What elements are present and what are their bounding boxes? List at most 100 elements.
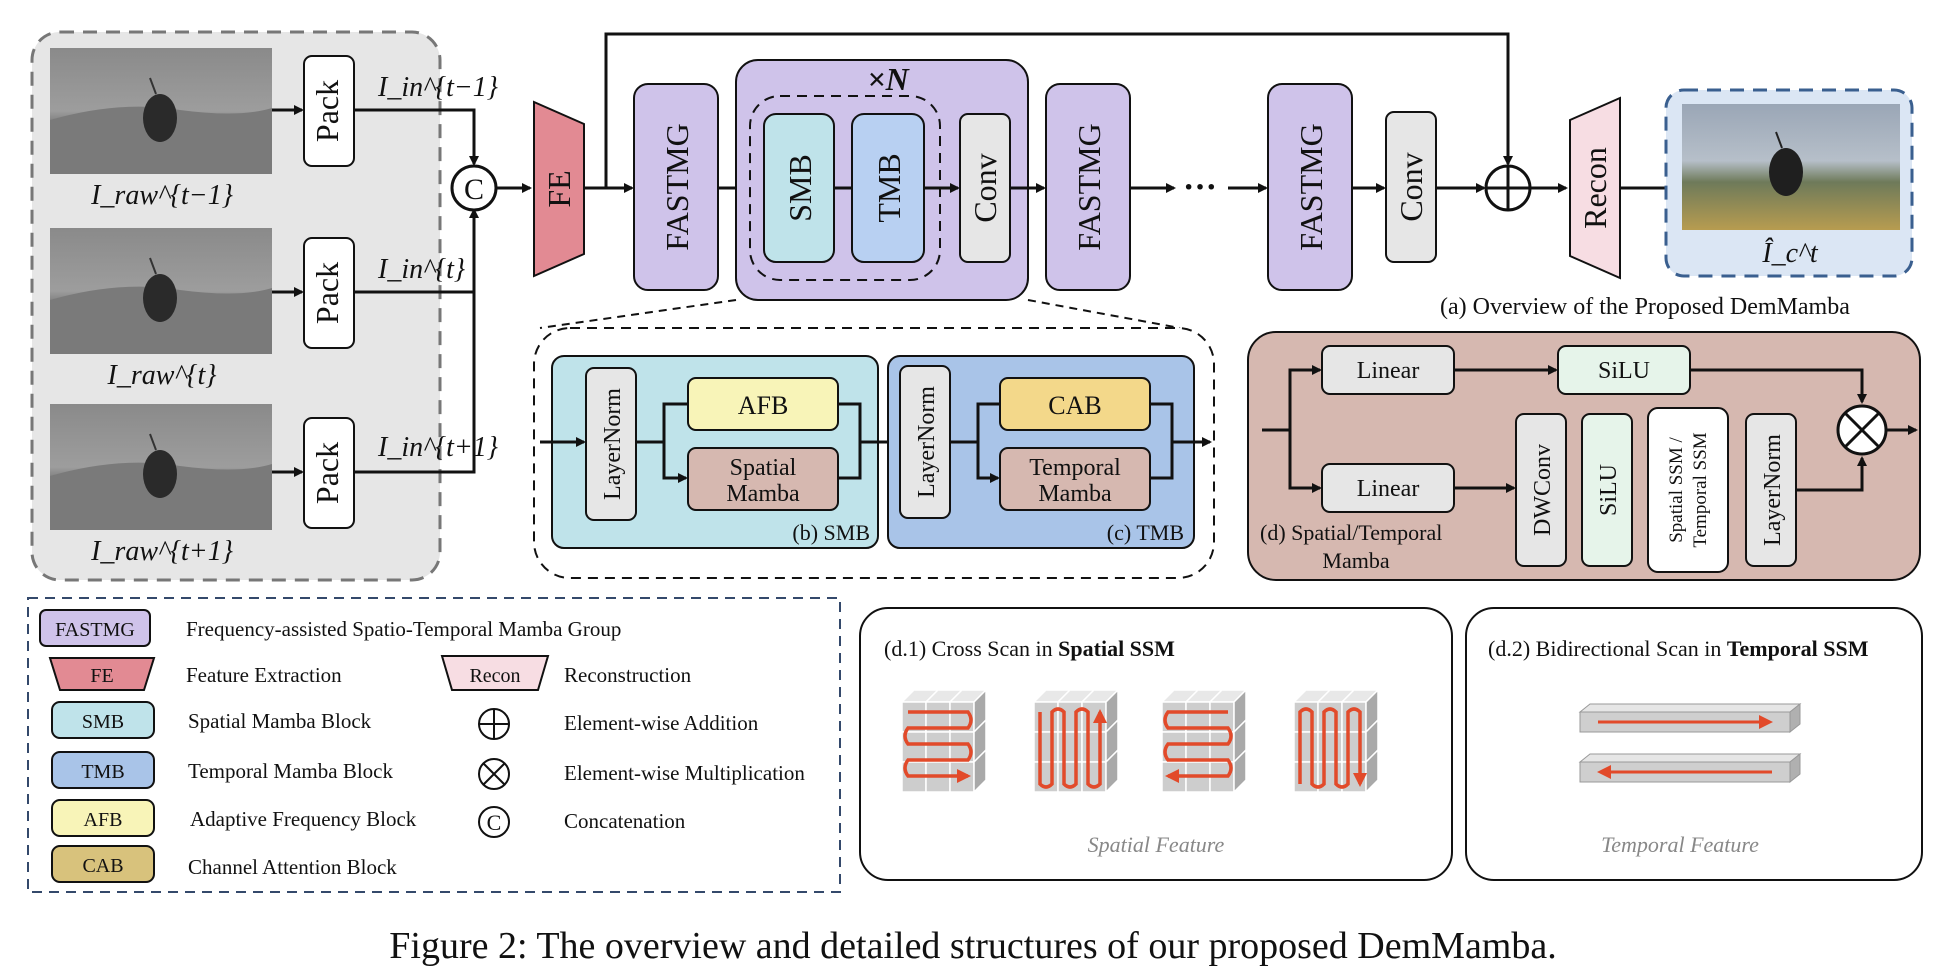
times-n-label: ×N	[867, 61, 910, 97]
svg-text:AFB: AFB	[84, 809, 123, 831]
conv-block-inner: Conv	[959, 113, 1011, 263]
scan-cube-1	[900, 688, 988, 794]
svg-text:Element-wise Multiplication: Element-wise Multiplication	[564, 761, 805, 785]
scan-path-4	[1298, 707, 1367, 789]
svg-text:FASTMG: FASTMG	[1293, 123, 1329, 250]
scan-path-2	[1038, 707, 1107, 789]
svg-text:Recon: Recon	[1577, 147, 1613, 229]
svg-text:Reconstruction: Reconstruction	[564, 663, 692, 687]
legend-item-afb: AFB Adaptive Frequency Block	[51, 799, 417, 837]
legend-item-concat: C Concatenation	[478, 806, 686, 838]
linear-bottom-block: Linear	[1321, 463, 1455, 513]
block-detail-panel: LayerNorm AFB Spatial Mamba (b) SMB Laye…	[533, 327, 1215, 579]
svg-text:Element-wise Addition: Element-wise Addition	[564, 711, 759, 735]
svg-text:Linear: Linear	[1357, 358, 1420, 384]
svg-text:Recon: Recon	[469, 665, 520, 687]
ssm-block: Spatial SSM / Temporal SSM	[1647, 407, 1729, 573]
mamba-detail-panel: Linear SiLU Linear DWConv SiLU Spatial S…	[1247, 331, 1921, 581]
tmb-caption: (c) TMB	[1107, 520, 1184, 545]
raw-prev-label: I_raw^{t−1}	[90, 180, 233, 211]
scan-cube-4	[1292, 688, 1380, 794]
svg-text:Conv: Conv	[967, 153, 1003, 222]
conv-block-outer: Conv	[1385, 111, 1437, 263]
svg-text:FASTMG: FASTMG	[55, 619, 135, 641]
svg-text:Concatenation: Concatenation	[564, 809, 686, 833]
temporal-mamba-block: Temporal Mamba	[999, 447, 1151, 511]
pack-box-prev: Pack	[303, 55, 355, 167]
dwconv-block: DWConv	[1515, 413, 1567, 567]
spatial-mamba-block: Spatial Mamba	[687, 447, 839, 511]
svg-text:DWConv: DWConv	[1530, 444, 1556, 536]
scan-cube-3	[1160, 688, 1248, 794]
in-prev-label: I_in^{t−1}	[377, 72, 498, 103]
smb-caption: (b) SMB	[792, 520, 870, 545]
svg-text:Linear: Linear	[1357, 476, 1420, 502]
output-label: Î_c^t	[1761, 238, 1819, 269]
svg-text:FE: FE	[90, 665, 113, 687]
svg-text:Channel Attention Block: Channel Attention Block	[188, 855, 397, 879]
mamba-caption-2: Mamba	[1322, 548, 1389, 573]
svg-text:LayerNorm: LayerNorm	[1760, 434, 1786, 546]
temporal-scan-panel: (d.2) Bidirectional Scan in Temporal SSM…	[1465, 607, 1923, 881]
legend-item-fe: FE Feature Extraction	[48, 657, 342, 691]
svg-text:Spatial Mamba Block: Spatial Mamba Block	[188, 709, 372, 733]
pack-box-next: Pack	[303, 417, 355, 529]
silu-top-block: SiLU	[1557, 345, 1691, 395]
smb-block: SMB	[763, 113, 835, 263]
legend-item-recon: Recon Reconstruction	[440, 655, 692, 691]
raw-cur-label: I_raw^{t}	[107, 360, 217, 391]
spatial-feature-label: Spatial Feature	[1088, 832, 1225, 857]
svg-text:Conv: Conv	[1393, 152, 1429, 221]
skip-connection	[584, 32, 1513, 190]
svg-text:LayerNorm: LayerNorm	[914, 386, 940, 498]
svg-text:Mamba: Mamba	[726, 481, 800, 507]
architecture-diagram: I_raw^{t−1} I_raw^{t} I_raw^{t+1} Pack P…	[27, 30, 1923, 893]
figure-caption: Figure 2: The overview and detailed stru…	[389, 925, 1557, 967]
svg-text:Temporal Mamba Block: Temporal Mamba Block	[188, 759, 393, 783]
multiply-node	[1836, 404, 1888, 456]
input-panel: I_raw^{t−1} I_raw^{t} I_raw^{t+1} Pack P…	[30, 30, 498, 582]
spatial-scan-cubes	[900, 688, 1380, 794]
tmb-block: TMB	[851, 113, 925, 263]
fastmg-block-2: FASTMG	[1045, 83, 1131, 291]
overview-title: (a) Overview of the Proposed DemMamba	[1440, 294, 1850, 320]
svg-text:SiLU: SiLU	[1598, 358, 1650, 384]
svg-text:AFB: AFB	[738, 391, 789, 420]
svg-text:Temporal: Temporal	[1029, 455, 1121, 481]
raw-frame-prev	[50, 48, 272, 174]
scan-path-3	[1163, 710, 1233, 783]
svg-text:Frequency-assisted Spatio-Temp: Frequency-assisted Spatio-Temporal Mamba…	[186, 617, 621, 641]
in-next-label: I_in^{t+1}	[377, 432, 498, 463]
svg-text:LayerNorm: LayerNorm	[600, 388, 626, 500]
svg-text:CAB: CAB	[82, 855, 123, 877]
svg-text:Pack: Pack	[309, 442, 345, 504]
raw-frame-next	[50, 404, 272, 530]
svg-text:FE: FE	[541, 170, 577, 207]
svg-text:FASTMG: FASTMG	[1071, 123, 1107, 250]
svg-text:Pack: Pack	[309, 80, 345, 142]
cab-block: CAB	[999, 377, 1151, 431]
fastmg-block-1: FASTMG	[633, 83, 719, 291]
fastmg-expanded: ×N SMB TMB Conv	[735, 59, 1029, 301]
afb-block: AFB	[687, 377, 839, 431]
svg-text:SiLU: SiLU	[1596, 464, 1622, 516]
in-cur-label: I_in^{t}	[377, 254, 465, 285]
output-panel: Î_c^t	[1664, 88, 1914, 278]
pack-box-cur: Pack	[303, 237, 355, 349]
spatial-scan-panel: (d.1) Cross Scan in Spatial SSM Spatial …	[859, 607, 1453, 881]
scan-cube-2	[1032, 688, 1120, 794]
mamba-caption-1: (d) Spatial/Temporal	[1260, 520, 1442, 545]
svg-text:CAB: CAB	[1048, 391, 1101, 420]
svg-text:Adaptive Frequency Block: Adaptive Frequency Block	[190, 807, 417, 831]
legend-item-fastmg: FASTMG Frequency-assisted Spatio-Tempora…	[39, 609, 621, 647]
silu-bottom-block: SiLU	[1581, 413, 1633, 567]
svg-text:TMB: TMB	[81, 761, 124, 783]
temporal-feature-label: Temporal Feature	[1601, 832, 1759, 857]
scan-path-1	[903, 710, 973, 783]
svg-text:C: C	[487, 810, 502, 835]
legend-item-add: Element-wise Addition	[478, 708, 759, 740]
svg-text:TMB: TMB	[871, 153, 907, 222]
svg-text:Pack: Pack	[309, 262, 345, 324]
linear-top-block: Linear	[1321, 345, 1455, 395]
recon-block: Recon	[1569, 96, 1621, 280]
